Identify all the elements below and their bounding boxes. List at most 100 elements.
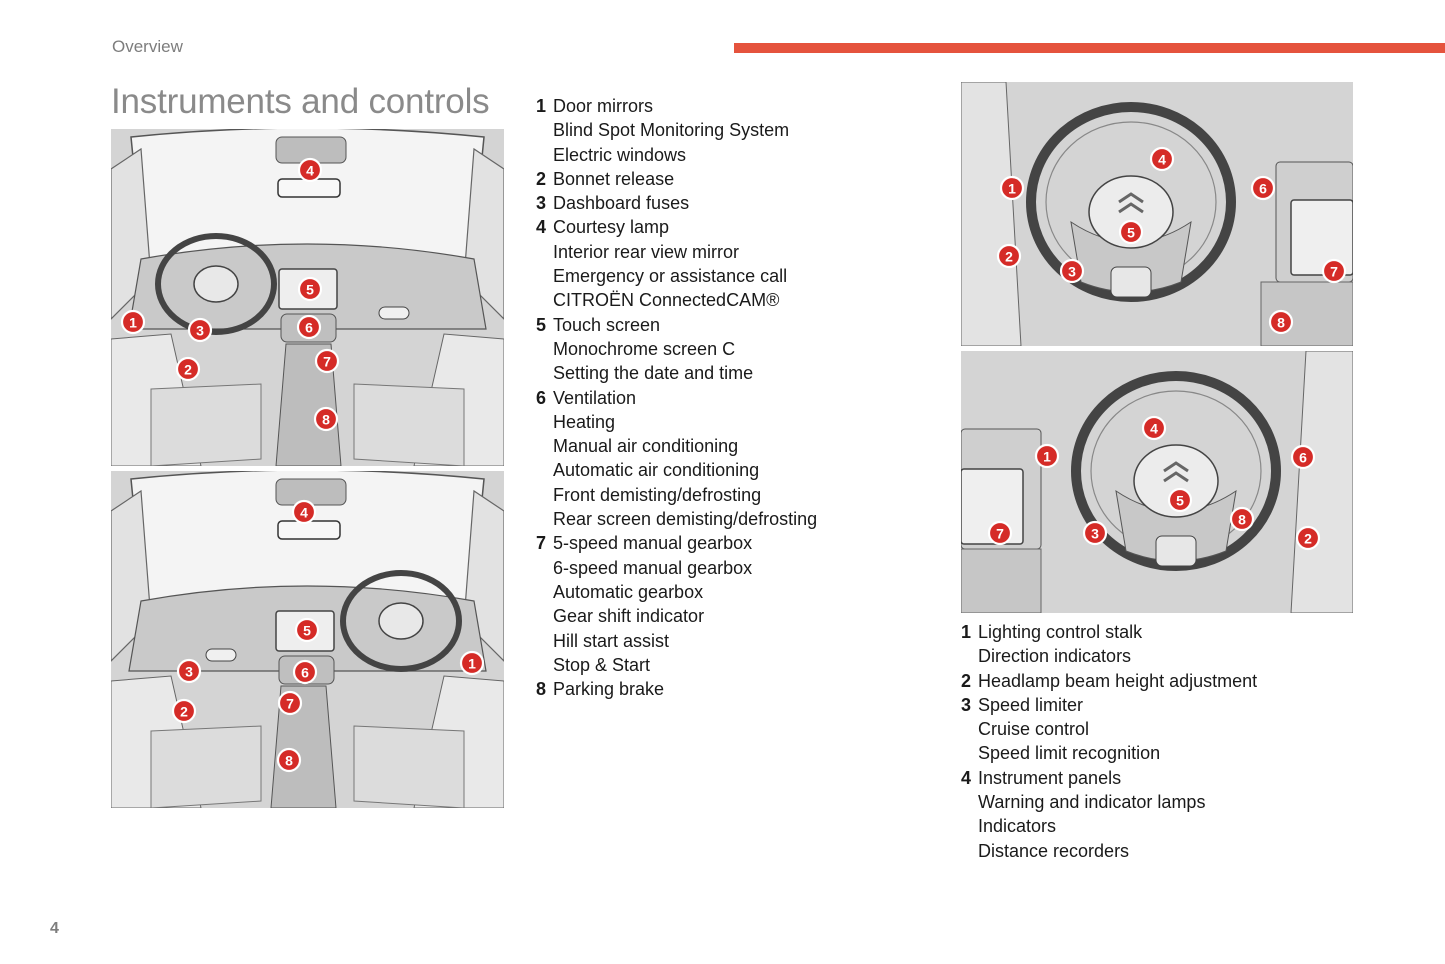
legend-item: 0Indicators	[961, 814, 1257, 838]
callout-marker: 8	[276, 747, 302, 773]
legend-number: 3	[536, 193, 547, 214]
legend-item: 0Distance recorders	[961, 839, 1257, 863]
callout-number: 3	[1091, 526, 1099, 542]
legend-item: 0Blind Spot Monitoring System	[536, 118, 817, 142]
legend-item: 3 Dashboard fuses	[536, 191, 817, 215]
callout-marker: 7	[1321, 258, 1347, 284]
legend-number: 5	[536, 314, 547, 335]
callout-marker: 1	[999, 175, 1025, 201]
legend-item: 0Monochrome screen C	[536, 337, 817, 361]
legend-item: 5 Touch screen	[536, 313, 817, 337]
legend-text: 5-speed manual gearbox	[553, 533, 753, 554]
header-accent-bar	[734, 43, 1445, 53]
callout-marker: 1	[1034, 443, 1060, 469]
legend-item: 0Rear screen demisting/defrosting	[536, 507, 817, 531]
legend-text: Electric windows	[553, 144, 687, 165]
callout-marker: 4	[297, 157, 323, 183]
callout-marker: 6	[1290, 444, 1316, 470]
callout-number: 4	[306, 163, 314, 179]
legend-text: Touch screen	[553, 314, 661, 335]
legend-text: Interior rear view mirror	[553, 241, 740, 262]
legend-number: 4	[536, 217, 547, 238]
legend-number: 2	[961, 670, 972, 691]
callout-marker: 2	[996, 243, 1022, 269]
callout-number: 5	[1127, 225, 1135, 241]
legend-item: 0Warning and indicator lamps	[961, 790, 1257, 814]
callout-marker: 8	[1268, 309, 1294, 335]
rhd-cabin-illustration: 4 5 3 6 1 2 7 8	[111, 471, 504, 808]
callout-number: 1	[468, 656, 476, 672]
callout-marker: 3	[1059, 258, 1085, 284]
legend-text: Courtesy lamp	[553, 217, 670, 238]
legend-text: Front demisting/defrosting	[553, 484, 762, 505]
callout-number: 5	[306, 282, 314, 298]
legend-item: 0Stop & Start	[536, 653, 817, 677]
legend-item: 3 Speed limiter	[961, 693, 1257, 717]
legend-text: Stop & Start	[553, 654, 651, 675]
callout-marker: 6	[1250, 175, 1276, 201]
callout-number: 5	[1176, 493, 1184, 509]
callout-number: 1	[1008, 181, 1016, 197]
legend-text: Heating	[553, 411, 616, 432]
legend-item: 0Setting the date and time	[536, 361, 817, 385]
legend-item: 0Emergency or assistance call	[536, 264, 817, 288]
callout-number: 7	[323, 354, 331, 370]
legend-text: Ventilation	[553, 387, 637, 408]
callout-number: 1	[129, 315, 137, 331]
callout-marker: 2	[171, 698, 197, 724]
legend-text: Direction indicators	[978, 646, 1132, 667]
legend-text: 6-speed manual gearbox	[553, 557, 753, 578]
legend-item: 0Interior rear view mirror	[536, 240, 817, 264]
callout-number: 2	[180, 704, 188, 720]
callout-number: 6	[1299, 450, 1307, 466]
legend-text: Automatic air conditioning	[553, 460, 760, 481]
callout-marker: 5	[1118, 219, 1144, 245]
callout-marker: 4	[1141, 415, 1167, 441]
legend-text: Lighting control stalk	[978, 622, 1143, 642]
callout-marker: 5	[297, 276, 323, 302]
legend-text: Speed limiter	[978, 694, 1084, 715]
legend-number: 3	[961, 694, 972, 715]
callout-number: 2	[1304, 531, 1312, 547]
callout-number: 4	[300, 505, 308, 521]
callout-marker: 3	[176, 658, 202, 684]
callout-marker: 2	[175, 356, 201, 382]
callout-marker: 6	[296, 314, 322, 340]
legend-item: 0Speed limit recognition	[961, 741, 1257, 765]
callout-number: 7	[286, 696, 294, 712]
callout-number: 6	[301, 665, 309, 681]
legend-text: CITROËN ConnectedCAM®	[553, 290, 780, 311]
legend-text: Dashboard fuses	[553, 193, 690, 214]
callout-marker: 6	[292, 659, 318, 685]
callout-marker: 5	[294, 617, 320, 643]
callout-marker: 1	[120, 309, 146, 335]
legend-item: 0Front demisting/defrosting	[536, 483, 817, 507]
callout-number: 3	[196, 323, 204, 339]
callout-number: 4	[1158, 152, 1166, 168]
legend-item: 0Hill start assist	[536, 629, 817, 653]
legend-text: Instrument panels	[978, 767, 1122, 788]
lhd-steering-wheel-illustration: 4 1 6 5 2 3 7 8	[961, 82, 1353, 346]
legend-text: Setting the date and time	[553, 363, 754, 384]
legend-text: Cruise control	[978, 719, 1090, 740]
legend-text: Headlamp beam height adjustment	[978, 670, 1258, 691]
callout-marker: 1	[459, 650, 485, 676]
legend-text: Speed limit recognition	[978, 743, 1161, 764]
legend-text: Hill start assist	[553, 630, 670, 651]
callout-number: 4	[1150, 421, 1158, 437]
callout-marker: 5	[1167, 487, 1193, 513]
legend-number: 7	[536, 533, 547, 554]
legend-number: 2	[536, 168, 547, 189]
legend-item: 0Electric windows	[536, 143, 817, 167]
section-label: Overview	[112, 37, 183, 56]
page-title: Instruments and controls	[111, 82, 490, 121]
legend-item: 06-speed manual gearbox	[536, 556, 817, 580]
callout-marker: 7	[987, 520, 1013, 546]
